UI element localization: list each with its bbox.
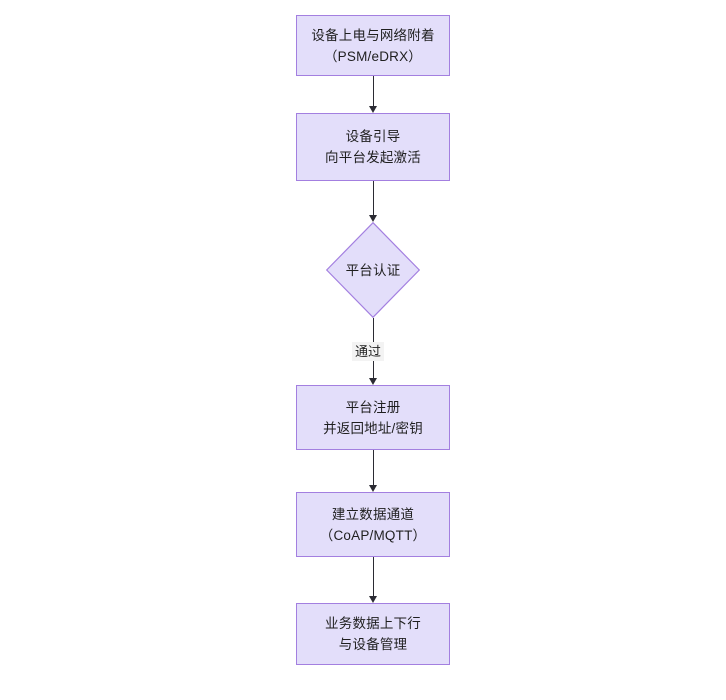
node-text-line: （CoAP/MQTT） (319, 527, 427, 543)
node-business-data-and-device-management[interactable]: 业务数据上下行 与设备管理 (296, 603, 450, 665)
edge-line (373, 181, 374, 215)
node-device-bootstrap[interactable]: 设备引导 向平台发起激活 (296, 113, 450, 181)
node-text-line: 设备引导 (345, 129, 401, 144)
node-establish-data-channel[interactable]: 建立数据通道 （CoAP/MQTT） (296, 492, 450, 557)
node-text-line: 平台认证 (345, 262, 401, 278)
arrow-head-icon (369, 485, 377, 492)
node-text-line: 向平台发起激活 (325, 150, 421, 165)
diamond-shape-icon (326, 222, 420, 318)
arrow-head-icon (369, 378, 377, 385)
arrow-head-icon (369, 106, 377, 113)
node-text-line: 与设备管理 (338, 637, 408, 652)
node-text-line: （PSM/eDRX） (323, 48, 423, 64)
node-text-line: 平台注册 (345, 399, 401, 415)
edge-label-pass: 通过 (352, 342, 385, 361)
node-platform-registration[interactable]: 平台注册 并返回地址/密钥 (296, 385, 450, 450)
node-platform-authentication[interactable]: 平台认证 (326, 222, 420, 318)
edge-line (373, 450, 374, 485)
node-text-line: 并返回地址/密钥 (323, 420, 423, 436)
edge-line (373, 557, 374, 596)
node-text-line: 建立数据通道 (331, 506, 415, 522)
node-text-line: 业务数据上下行 (325, 616, 421, 631)
arrow-head-icon (369, 596, 377, 603)
arrow-head-icon (369, 215, 377, 222)
node-text-line: 设备上电与网络附着 (311, 27, 435, 43)
edge-line (373, 76, 374, 106)
node-device-power-on[interactable]: 设备上电与网络附着 （PSM/eDRX） (296, 15, 450, 76)
